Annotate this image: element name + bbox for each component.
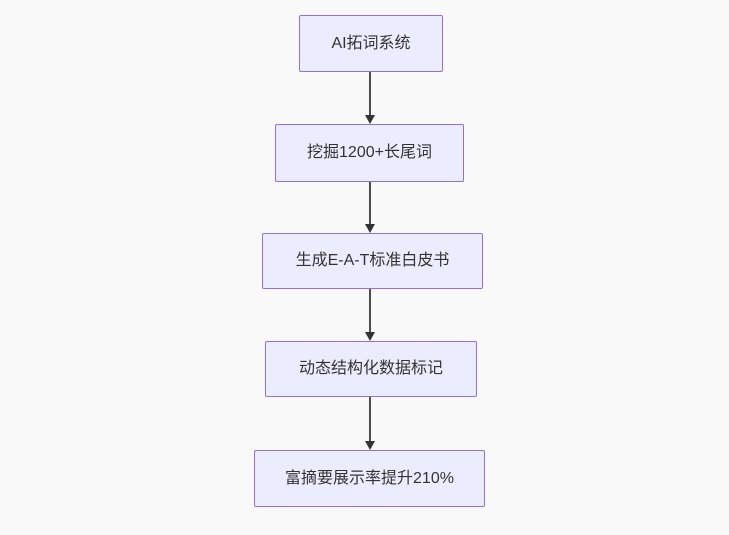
flow-node-label: 富摘要展示率提升210% xyxy=(285,469,454,487)
flow-arrow-3 xyxy=(365,289,375,341)
arrow-head-down-icon xyxy=(365,224,375,233)
arrow-line xyxy=(369,72,371,116)
arrow-head-down-icon xyxy=(365,115,375,124)
arrow-line xyxy=(369,182,371,225)
flow-node-label: 动态结构化数据标记 xyxy=(298,360,443,377)
flow-node-label: AI拓词系统 xyxy=(331,34,411,52)
flow-arrow-1 xyxy=(365,72,375,124)
flow-node-structured-data-markup: 动态结构化数据标记 xyxy=(265,341,477,397)
arrow-line xyxy=(369,289,371,333)
flow-node-eat-whitepaper: 生成E-A-T标准白皮书 xyxy=(262,233,483,289)
arrow-line xyxy=(369,397,371,442)
flow-node-rich-snippet-result: 富摘要展示率提升210% xyxy=(254,450,485,507)
arrow-head-down-icon xyxy=(365,441,375,450)
arrow-head-down-icon xyxy=(365,332,375,341)
flow-node-longtail-mining: 挖掘1200+长尾词 xyxy=(275,124,464,182)
flow-node-label: 挖掘1200+长尾词 xyxy=(307,144,432,161)
flow-arrow-2 xyxy=(365,182,375,233)
flow-node-ai-keyword-system: AI拓词系统 xyxy=(299,15,443,72)
flow-node-label: 生成E-A-T标准白皮书 xyxy=(295,252,450,269)
flow-arrow-4 xyxy=(365,397,375,450)
